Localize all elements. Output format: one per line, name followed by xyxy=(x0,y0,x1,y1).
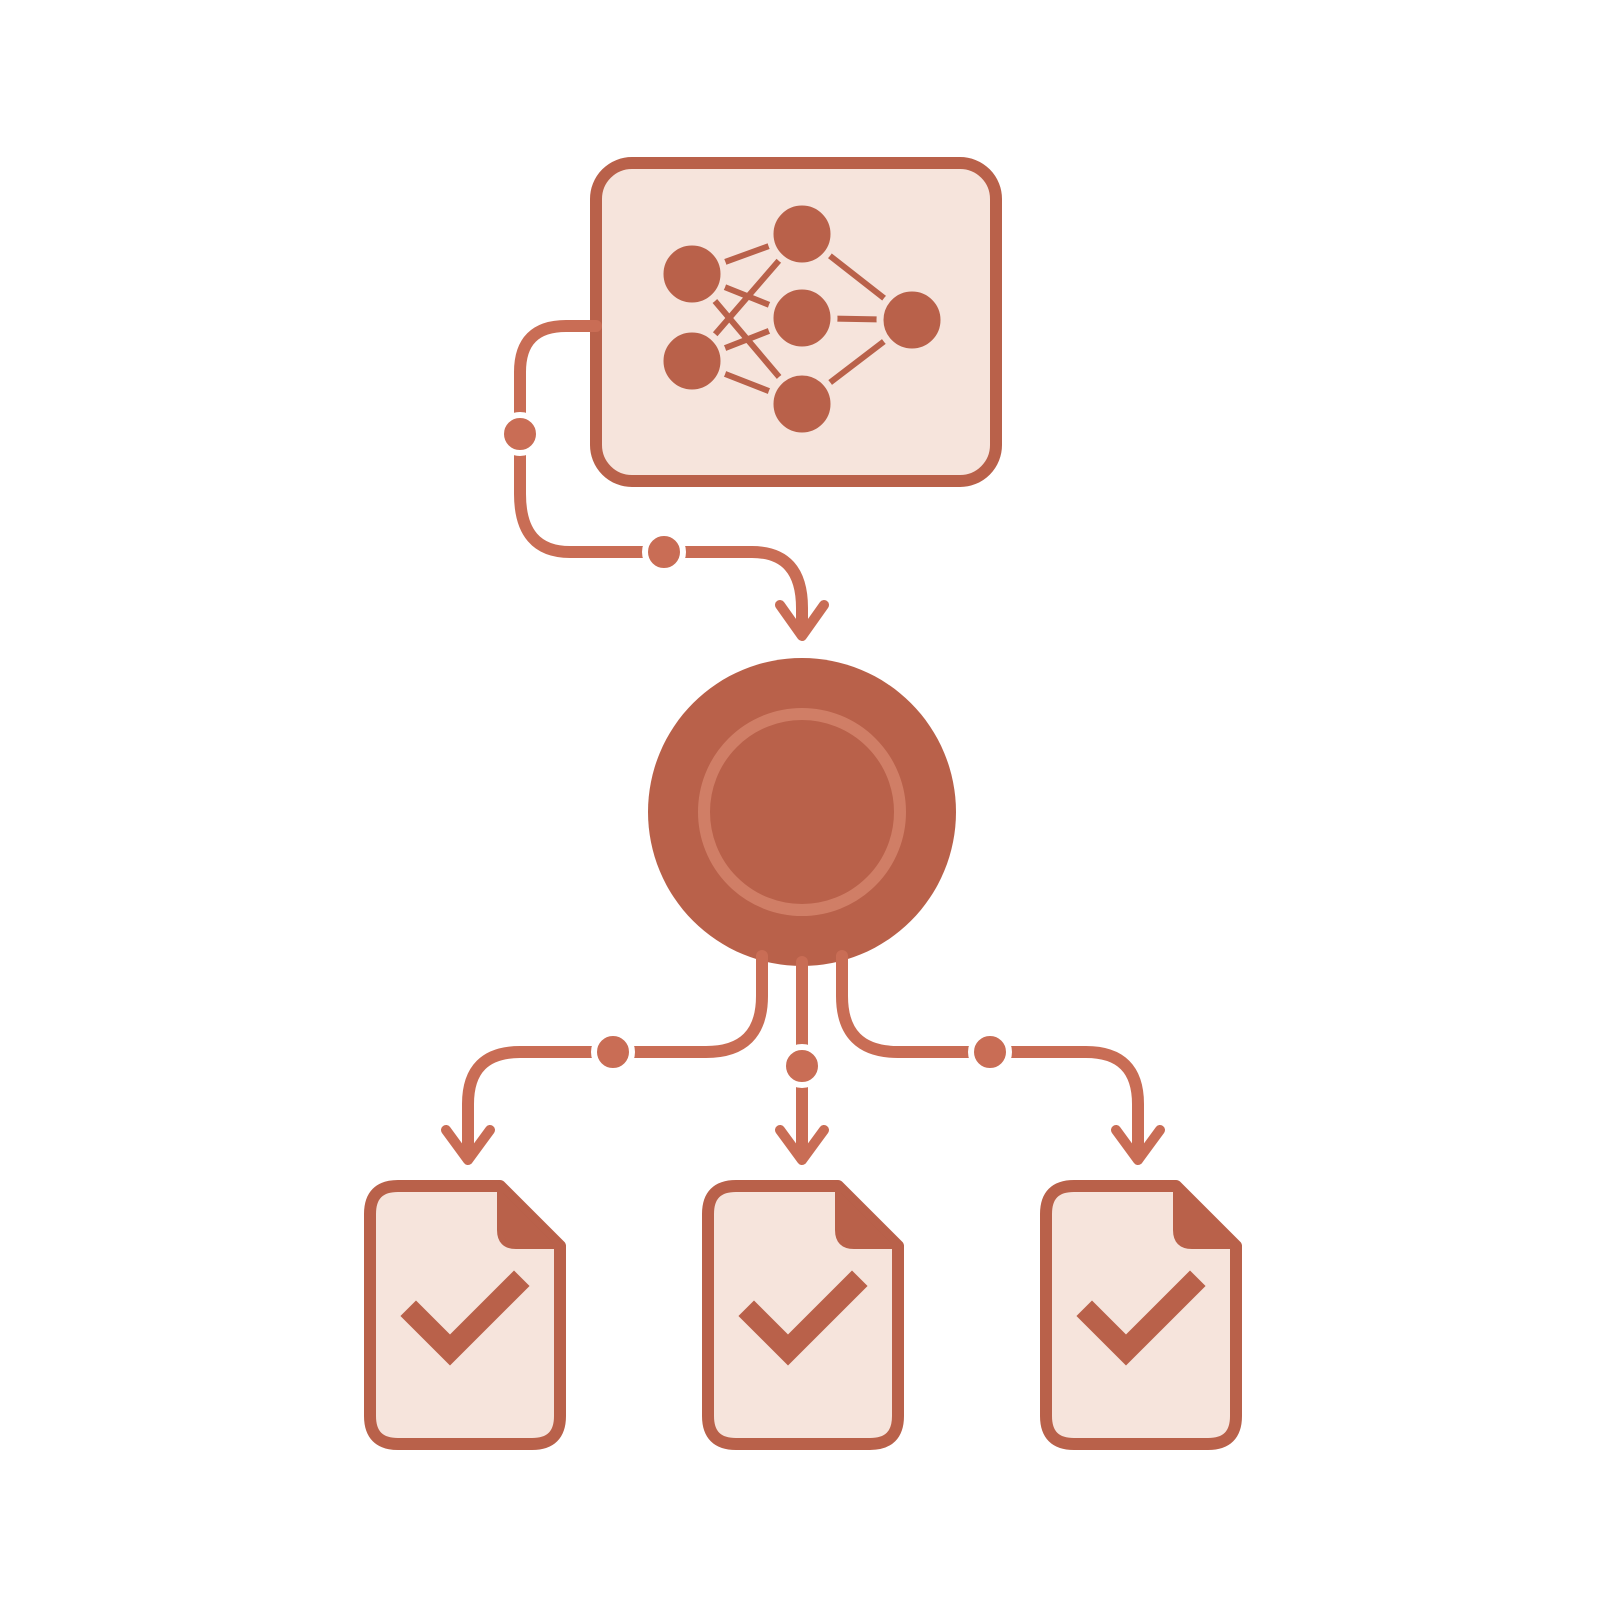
document-body xyxy=(1040,1180,1242,1450)
document-body xyxy=(364,1180,566,1450)
network-node xyxy=(876,284,948,356)
check-document-icon xyxy=(364,1180,566,1450)
check-document-icon xyxy=(702,1180,904,1450)
connector-dot xyxy=(498,412,542,456)
checkmark-icon xyxy=(738,1270,868,1366)
document-fold xyxy=(497,1183,563,1249)
network-node xyxy=(766,282,838,354)
connector-hub-to-middle xyxy=(775,956,829,1165)
neural-network-icon xyxy=(656,198,948,440)
network-node xyxy=(766,198,838,270)
arrowhead-down-icon xyxy=(775,1125,829,1165)
arrowhead-down-icon xyxy=(1111,1125,1165,1165)
connector-line xyxy=(836,950,1144,1156)
network-node xyxy=(656,238,728,310)
connector-line xyxy=(462,950,768,1156)
connector-dot xyxy=(780,1044,824,1088)
network-node xyxy=(656,325,728,397)
hub-inner-ring xyxy=(698,708,906,916)
arrowhead-down-icon xyxy=(441,1125,495,1165)
connector-dot xyxy=(591,1030,635,1074)
neural-network-card xyxy=(590,157,1002,487)
connector-hub-to-left xyxy=(441,950,768,1165)
document-fold xyxy=(835,1183,901,1249)
network-node xyxy=(766,368,838,440)
connector-card-to-hub xyxy=(498,320,829,641)
connector-dot xyxy=(642,530,686,574)
processing-hub-icon xyxy=(648,658,956,966)
checkmark-icon xyxy=(400,1270,530,1366)
network-nodes xyxy=(656,198,948,440)
check-document-icon xyxy=(1040,1180,1242,1450)
checkmark-icon xyxy=(1076,1270,1206,1366)
connector-line xyxy=(514,320,808,634)
document-fold xyxy=(1173,1183,1239,1249)
connector-dot xyxy=(968,1030,1012,1074)
connector-hub-to-right xyxy=(836,950,1165,1165)
arrowhead-down-icon xyxy=(775,600,829,641)
document-body xyxy=(702,1180,904,1450)
